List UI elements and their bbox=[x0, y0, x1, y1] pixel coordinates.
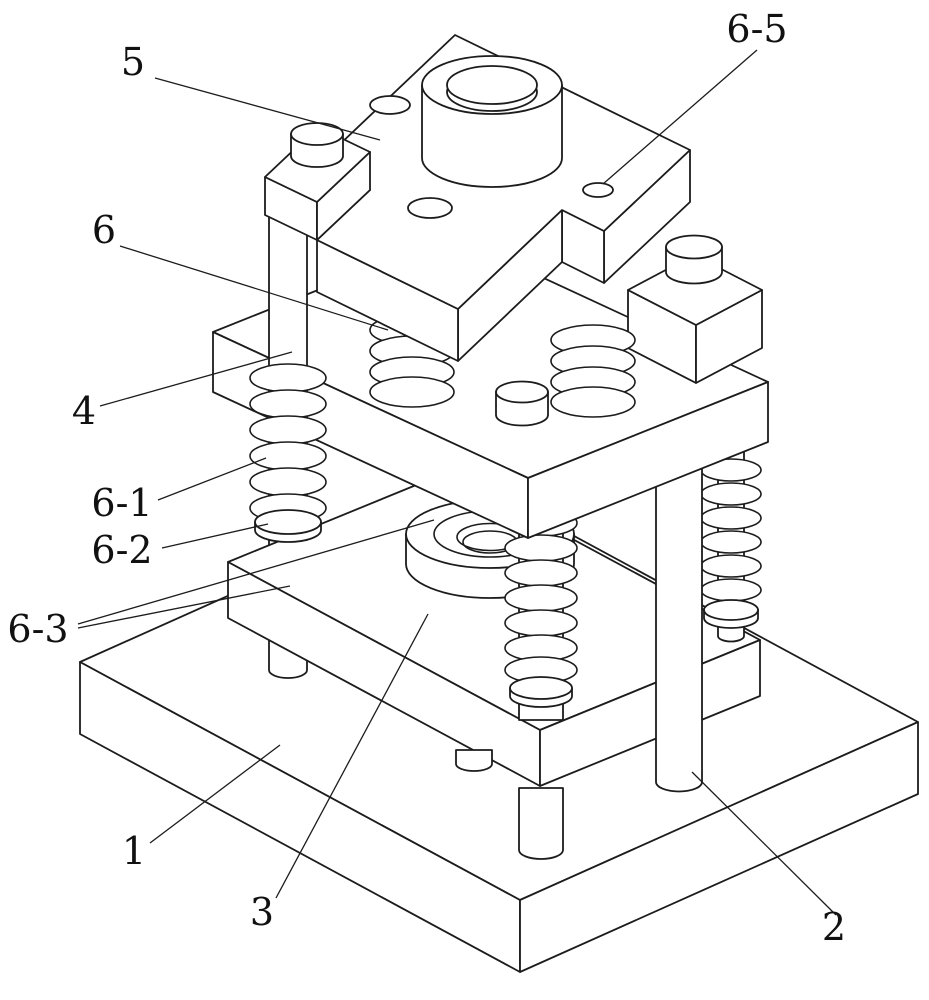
pillar-shaft-lower bbox=[518, 787, 564, 860]
spring-coil bbox=[249, 363, 327, 393]
spring-coil bbox=[504, 584, 578, 612]
label-1: 1 bbox=[122, 829, 146, 873]
leader-line-1 bbox=[149, 744, 281, 844]
ejector-pin-tip bbox=[455, 749, 493, 772]
spring-seat-washer-top bbox=[254, 509, 322, 535]
leader-lines bbox=[77, 49, 837, 916]
leader-line-5 bbox=[154, 77, 381, 141]
pillar-block-right bbox=[627, 234, 763, 384]
spring-coil bbox=[249, 467, 327, 497]
spring-coil bbox=[249, 389, 327, 419]
leader-line-6-2 bbox=[161, 523, 269, 549]
bolt-top-face bbox=[495, 380, 549, 404]
leader-line-6-3b bbox=[77, 585, 291, 629]
label-6-5: 6-5 bbox=[726, 7, 787, 51]
upper-plate-right-face bbox=[527, 381, 769, 539]
corner-boss-top-left bbox=[264, 122, 371, 241]
spring-coil bbox=[700, 554, 762, 578]
plate-hole-6-5 bbox=[582, 182, 614, 198]
spring-right bbox=[700, 458, 762, 629]
spring-coil bbox=[504, 609, 578, 637]
top-plate-holes bbox=[369, 95, 614, 219]
label-6-1: 6-1 bbox=[91, 481, 152, 525]
leader-line-3 bbox=[275, 613, 429, 899]
spring-under-top-right bbox=[550, 324, 636, 418]
spring-coil bbox=[550, 386, 636, 418]
center-cylinder bbox=[421, 55, 563, 188]
cylinder-bore-rim bbox=[446, 65, 538, 105]
label-2: 2 bbox=[822, 905, 846, 949]
spring-back-left bbox=[249, 363, 327, 543]
leader-line-6-1 bbox=[157, 457, 267, 501]
leader-line-6-3a bbox=[77, 519, 435, 625]
middle-plate bbox=[227, 471, 761, 787]
bolt-top-face bbox=[290, 122, 344, 146]
spring-coil bbox=[369, 376, 455, 408]
spring-coil bbox=[700, 482, 762, 506]
spring-seat-washer-top bbox=[509, 676, 573, 700]
label-4: 4 bbox=[72, 389, 96, 433]
label-6-3: 6-3 bbox=[7, 607, 68, 651]
pin-tip bbox=[455, 749, 493, 772]
spring-coil bbox=[700, 530, 762, 554]
spring-coil bbox=[700, 578, 762, 602]
spring-coil bbox=[249, 441, 327, 471]
pillar-shaft bbox=[655, 424, 703, 793]
leader-line-6 bbox=[119, 245, 389, 331]
leader-line-2 bbox=[691, 771, 837, 916]
bolt-top-face bbox=[665, 234, 723, 260]
label-5: 5 bbox=[121, 40, 145, 84]
labels: 5 6-5 6 4 6-1 6-2 6-3 1 3 2 bbox=[7, 7, 846, 949]
spring-coil bbox=[504, 559, 578, 587]
plate-hole bbox=[407, 197, 453, 219]
spring-seat-washer-top bbox=[703, 599, 759, 621]
label-6: 6 bbox=[92, 208, 116, 252]
spring-coil bbox=[249, 415, 327, 445]
spring-coil bbox=[504, 534, 578, 562]
spring-coil bbox=[700, 506, 762, 530]
plate-hole bbox=[369, 95, 411, 115]
label-6-2: 6-2 bbox=[91, 528, 152, 572]
leader-line-6-5 bbox=[602, 49, 758, 185]
guide-pillar-right bbox=[655, 424, 703, 793]
label-3: 3 bbox=[250, 890, 274, 934]
bolt-upper-plate bbox=[495, 380, 549, 427]
leader-line-4 bbox=[99, 351, 293, 407]
base-right-face bbox=[519, 721, 919, 973]
